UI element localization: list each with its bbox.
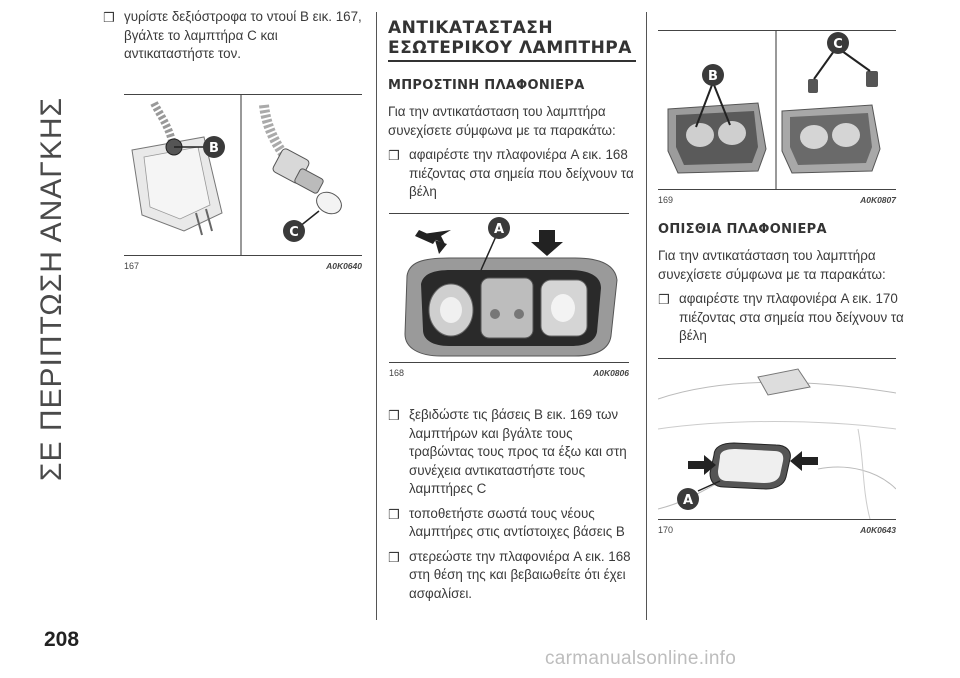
checkbox-glyph: ❒ xyxy=(388,408,400,423)
instruction-bullet: ❒ ξεβιδώστε τις βάσεις B εικ. 169 των λα… xyxy=(388,407,627,496)
checkbox-glyph: ❒ xyxy=(658,292,670,307)
figure-167: B C 167 A0K0640 xyxy=(124,94,362,271)
front-ceiling-light-illustration: A xyxy=(404,217,618,357)
figure-caption: 170 A0K0643 xyxy=(658,525,896,535)
label-c: C xyxy=(289,225,299,240)
section-heading: ΑΝΤΙΚΑΤΑΣΤΑΣΗ ΕΣΩΤΕΡΙΚΟΥ ΛΑΜΠΤΗΡΑ xyxy=(388,18,632,58)
column-divider-1 xyxy=(376,12,377,620)
instruction-bullet: ❒ αφαιρέστε την πλαφονιέρα A εικ. 170 πι… xyxy=(658,291,904,343)
figure-code: A0K0806 xyxy=(593,368,629,378)
column-2: ΑΝΤΙΚΑΤΑΣΤΑΣΗ ΕΣΩΤΕΡΙΚΟΥ ΛΑΜΠΤΗΡΑ ΜΠΡΟΣΤ… xyxy=(388,18,636,208)
figure-number: 167 xyxy=(124,261,140,271)
section-side-title: ΣΕ ΠΕΡΙΠΤΩΣΗ ΑΝΑΓΚΗΣ xyxy=(35,96,68,482)
figure-168: A 168 A0K0806 xyxy=(389,213,629,378)
subheading-rear: ΟΠΙΣΘΙΑ ΠΛΑΦΟΝΙΕΡΑ xyxy=(658,222,827,237)
intro-paragraph: Για την αντικατάσταση του λαμπτήρα συνεχ… xyxy=(388,104,616,138)
page-number: 208 xyxy=(44,628,80,651)
rear-ceiling-light-illustration: A xyxy=(658,368,896,519)
bulb-socket-illustration: B C xyxy=(131,95,342,255)
label-b: B xyxy=(209,141,219,156)
checkbox-glyph: ❒ xyxy=(103,10,115,25)
figure-number: 169 xyxy=(658,195,674,205)
figure-code: A0K0640 xyxy=(326,261,362,271)
figure-number: 170 xyxy=(658,525,674,535)
figure-caption: 168 A0K0806 xyxy=(389,368,629,378)
label-c: C xyxy=(833,37,843,52)
figure-code: A0K0643 xyxy=(860,525,896,535)
column-divider-2 xyxy=(646,12,647,620)
figure-169: B C 169 A0K0807 xyxy=(658,30,896,205)
figure-caption: 167 A0K0640 xyxy=(124,261,362,271)
instruction-bullet: ❒ αφαιρέστε την πλαφονιέρα A εικ. 168 πι… xyxy=(388,147,634,199)
intro-paragraph: Για την αντικατάσταση του λαμπτήρα συνεχ… xyxy=(658,248,886,282)
figure-code: A0K0807 xyxy=(860,195,896,205)
figure-number: 168 xyxy=(389,368,405,378)
subheading-front: ΜΠΡΟΣΤΙΝΗ ΠΛΑΦΟΝΙΕΡΑ xyxy=(388,78,585,93)
label-a: A xyxy=(494,222,504,237)
column-2-lower: ❒ ξεβιδώστε τις βάσεις B εικ. 169 των λα… xyxy=(388,406,636,609)
label-a: A xyxy=(683,493,693,508)
checkbox-glyph: ❒ xyxy=(388,506,400,522)
column-3: ΟΠΙΣΘΙΑ ΠΛΑΦΟΝΙΕΡΑ Για την αντικατάσταση… xyxy=(658,222,908,352)
bulb-holders-illustration: B C xyxy=(667,31,881,189)
label-b: B xyxy=(708,69,718,84)
figure-caption: 169 A0K0807 xyxy=(658,195,896,205)
column-1: ❒ γυρίστε δεξιόστροφα το ντουί B εικ. 16… xyxy=(103,8,363,70)
checkbox-glyph: ❒ xyxy=(388,549,400,565)
figure-170: A 170 A0K0643 xyxy=(658,358,896,535)
site-watermark: carmanualsonline.info xyxy=(545,648,737,669)
instruction-bullet: ❒ τοποθετήστε σωστά τους νέους λαμπτήρες… xyxy=(388,505,625,540)
checkbox-glyph: ❒ xyxy=(388,148,400,163)
heading-underline xyxy=(388,60,636,62)
instruction-bullet: ❒ γυρίστε δεξιόστροφα το ντουί B εικ. 16… xyxy=(103,9,362,61)
instruction-bullet: ❒ στερεώστε την πλαφονιέρα A εικ. 168 στ… xyxy=(388,548,631,601)
